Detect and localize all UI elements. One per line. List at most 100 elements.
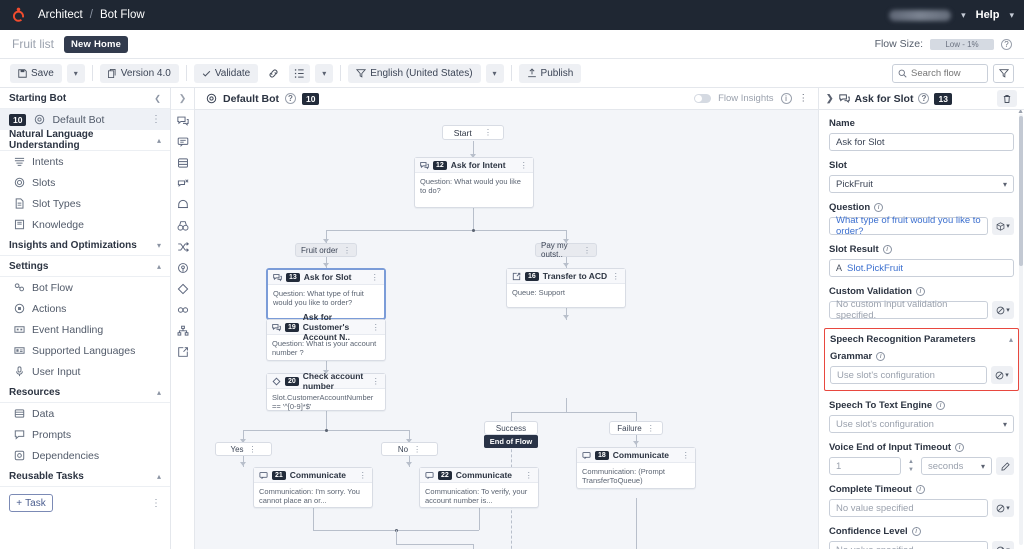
sidebar-item-event-handling[interactable]: Event Handling (0, 319, 170, 340)
canvas-kebab-menu-icon[interactable]: ⋮ (798, 93, 809, 104)
kebab-menu-icon[interactable]: ⋮ (370, 271, 380, 282)
kebab-menu-icon[interactable]: ⋮ (413, 444, 422, 454)
chevron-down-icon[interactable]: ▾ (1002, 179, 1007, 189)
node-communicate-21[interactable]: 21 Communicate ⋮ Communication: I'm sorr… (253, 467, 373, 508)
breadcrumb-section[interactable]: Bot Flow (99, 9, 145, 21)
grammar-expression-button[interactable]: ▾ (991, 366, 1013, 384)
question-expression-button[interactable]: ▾ (992, 217, 1014, 235)
kebab-menu-icon[interactable]: ⋮ (342, 245, 351, 255)
shuffle-icon[interactable] (171, 236, 195, 257)
genesys-logo-icon[interactable] (10, 6, 26, 24)
user-menu-chevron-down-icon[interactable]: ▾ (961, 9, 966, 20)
voice-timeout-input[interactable]: 1 (829, 457, 901, 475)
data-icon[interactable] (171, 152, 195, 173)
breadcrumb-app[interactable]: Architect (38, 9, 83, 21)
save-button[interactable]: Save (10, 63, 62, 83)
chevron-down-icon[interactable]: ▾ (1002, 419, 1007, 429)
chevron-up-icon[interactable]: ▴ (156, 135, 161, 145)
sidebar-section-nlu[interactable]: Natural Language Understanding ▴ (0, 129, 170, 151)
section-header[interactable]: Speech Recognition Parameters ▴ (830, 332, 1013, 347)
sidebar-section-insights[interactable]: Insights and Optimizations ▾ (0, 235, 170, 256)
diamond-icon[interactable] (171, 278, 195, 299)
sidebar-section-reusable-tasks[interactable]: Reusable Tasks ▴ (0, 466, 170, 487)
info-circle-icon[interactable]: i (936, 401, 946, 410)
sidebar-section-starting-bot[interactable]: Starting Bot ❮ (0, 88, 170, 109)
language-button[interactable]: English (United States) (348, 63, 481, 83)
node-communicate-18[interactable]: 18 Communicate ⋮ Communication: (Prompt … (576, 447, 696, 489)
search-flow-field[interactable] (892, 63, 988, 83)
sidebar-item-bot-flow[interactable]: Bot Flow (0, 277, 170, 298)
question-circle-icon[interactable]: ? (285, 93, 296, 104)
info-circle-icon[interactable]: i (955, 443, 965, 452)
panel-collapse-chevron-right-icon[interactable]: ❯ (826, 93, 834, 103)
infinity-icon[interactable] (171, 299, 195, 320)
branch-fruit-order[interactable]: Fruit order ⋮ (295, 243, 357, 257)
ask-icon[interactable] (171, 110, 195, 131)
sidebar-item-data[interactable]: Data (0, 403, 170, 424)
node-check-account-number[interactable]: 20 Check account number ⋮ Slot.CustomerA… (266, 371, 386, 411)
find-icon[interactable] (171, 215, 195, 236)
scroll-up-arrow-icon[interactable]: ▲ (1017, 110, 1024, 115)
kebab-menu-icon[interactable]: ⋮ (646, 423, 655, 433)
node-communicate-22[interactable]: 22 Communicate ⋮ Communication: To verif… (419, 467, 539, 508)
filter-button[interactable] (993, 63, 1014, 83)
sidebar-item-prompts[interactable]: Prompts (0, 424, 170, 445)
chevron-up-icon[interactable]: ▴ (156, 471, 161, 481)
complete-timeout-input[interactable]: No value specified (829, 499, 988, 517)
voice-timeout-stepper[interactable]: ▲ ▼ (905, 457, 917, 475)
flow-icon[interactable] (171, 173, 195, 194)
custom-validation-input[interactable]: No custom input validation specified. (829, 299, 988, 321)
panel-scrollbar-thumb[interactable] (1019, 116, 1023, 266)
info-circle-icon[interactable]: i (911, 527, 921, 536)
speech-to-text-engine-select[interactable]: Use slot's configuration ▾ (829, 415, 1014, 433)
ordered-list-button[interactable] (289, 63, 311, 83)
question-circle-icon[interactable]: ? (1001, 38, 1012, 50)
version-button[interactable]: Version 4.0 (99, 63, 179, 83)
publish-button[interactable]: Publish (518, 63, 582, 83)
branch-no[interactable]: No ⋮ (381, 442, 438, 456)
chevron-down-icon[interactable]: ▾ (1005, 372, 1009, 379)
kebab-menu-icon[interactable]: ⋮ (519, 159, 529, 170)
info-circle-icon[interactable]: i (882, 245, 892, 254)
slot-select[interactable]: PickFruit ▾ (829, 175, 1014, 193)
validate-button[interactable]: Validate (193, 63, 259, 83)
question-input[interactable]: What type of fruit would you like to ord… (829, 215, 988, 237)
kebab-menu-icon[interactable]: ⋮ (611, 270, 621, 281)
question-circle-icon[interactable]: ? (918, 93, 930, 104)
node-start[interactable]: Start ⋮ (442, 125, 504, 140)
sidebar-item-knowledge[interactable]: Knowledge (0, 214, 170, 235)
sidebar-item-actions[interactable]: Actions (0, 298, 170, 319)
branch-failure[interactable]: Failure ⋮ (609, 421, 663, 435)
sidebar-item-slots[interactable]: Slots (0, 172, 170, 193)
slot-result-input[interactable]: A Slot.PickFruit (829, 259, 1014, 277)
location-icon[interactable] (171, 257, 195, 278)
communicate-icon[interactable] (171, 131, 195, 152)
chevron-up-icon[interactable]: ▲ (908, 459, 914, 465)
node-ask-for-account-number[interactable]: 19 Ask for Customer's Account N.. ⋮ Ques… (266, 312, 386, 361)
properties-body[interactable]: ▲ Name Ask for Slot Slot PickFruit ▾ Que… (819, 110, 1024, 549)
branch-yes[interactable]: Yes ⋮ (215, 442, 272, 456)
kebab-menu-icon[interactable]: ⋮ (358, 469, 368, 480)
kebab-menu-icon[interactable]: ⋮ (371, 375, 381, 386)
external-link-icon[interactable] (171, 341, 195, 362)
kebab-menu-icon[interactable]: ⋮ (248, 444, 257, 454)
list-dropdown-chevron-down-icon[interactable]: ▾ (315, 63, 334, 83)
info-circle-icon[interactable]: i (874, 203, 884, 212)
grammar-input[interactable]: Use slot's configuration (830, 366, 987, 384)
info-circle-icon[interactable]: i (876, 352, 886, 361)
node-ask-for-intent[interactable]: 12 Ask for Intent ⋮ Question: What would… (414, 157, 534, 208)
voice-timeout-edit-button[interactable] (996, 457, 1014, 475)
info-circle-icon[interactable]: i (915, 287, 925, 296)
chevron-up-icon[interactable]: ▴ (156, 261, 161, 271)
sidebar-item-slot-types[interactable]: Slot Types (0, 193, 170, 214)
user-name-redacted[interactable] (889, 9, 952, 21)
rail-expand-chevron-right-icon[interactable]: ❯ (171, 88, 194, 110)
chevron-down-icon[interactable]: ▾ (1006, 223, 1010, 230)
chevron-down-icon[interactable]: ▾ (1006, 546, 1010, 549)
flow-canvas[interactable]: Start ⋮ 12 Ask for Intent ⋮ Question: Wh… (195, 110, 818, 549)
kebab-menu-icon[interactable]: ⋮ (583, 245, 591, 255)
chevron-left-icon[interactable]: ❮ (154, 93, 161, 103)
complete-timeout-expression-button[interactable]: ▾ (992, 499, 1014, 517)
kebab-menu-icon[interactable]: ⋮ (371, 321, 381, 332)
sidebar-item-dependencies[interactable]: Dependencies (0, 445, 170, 466)
